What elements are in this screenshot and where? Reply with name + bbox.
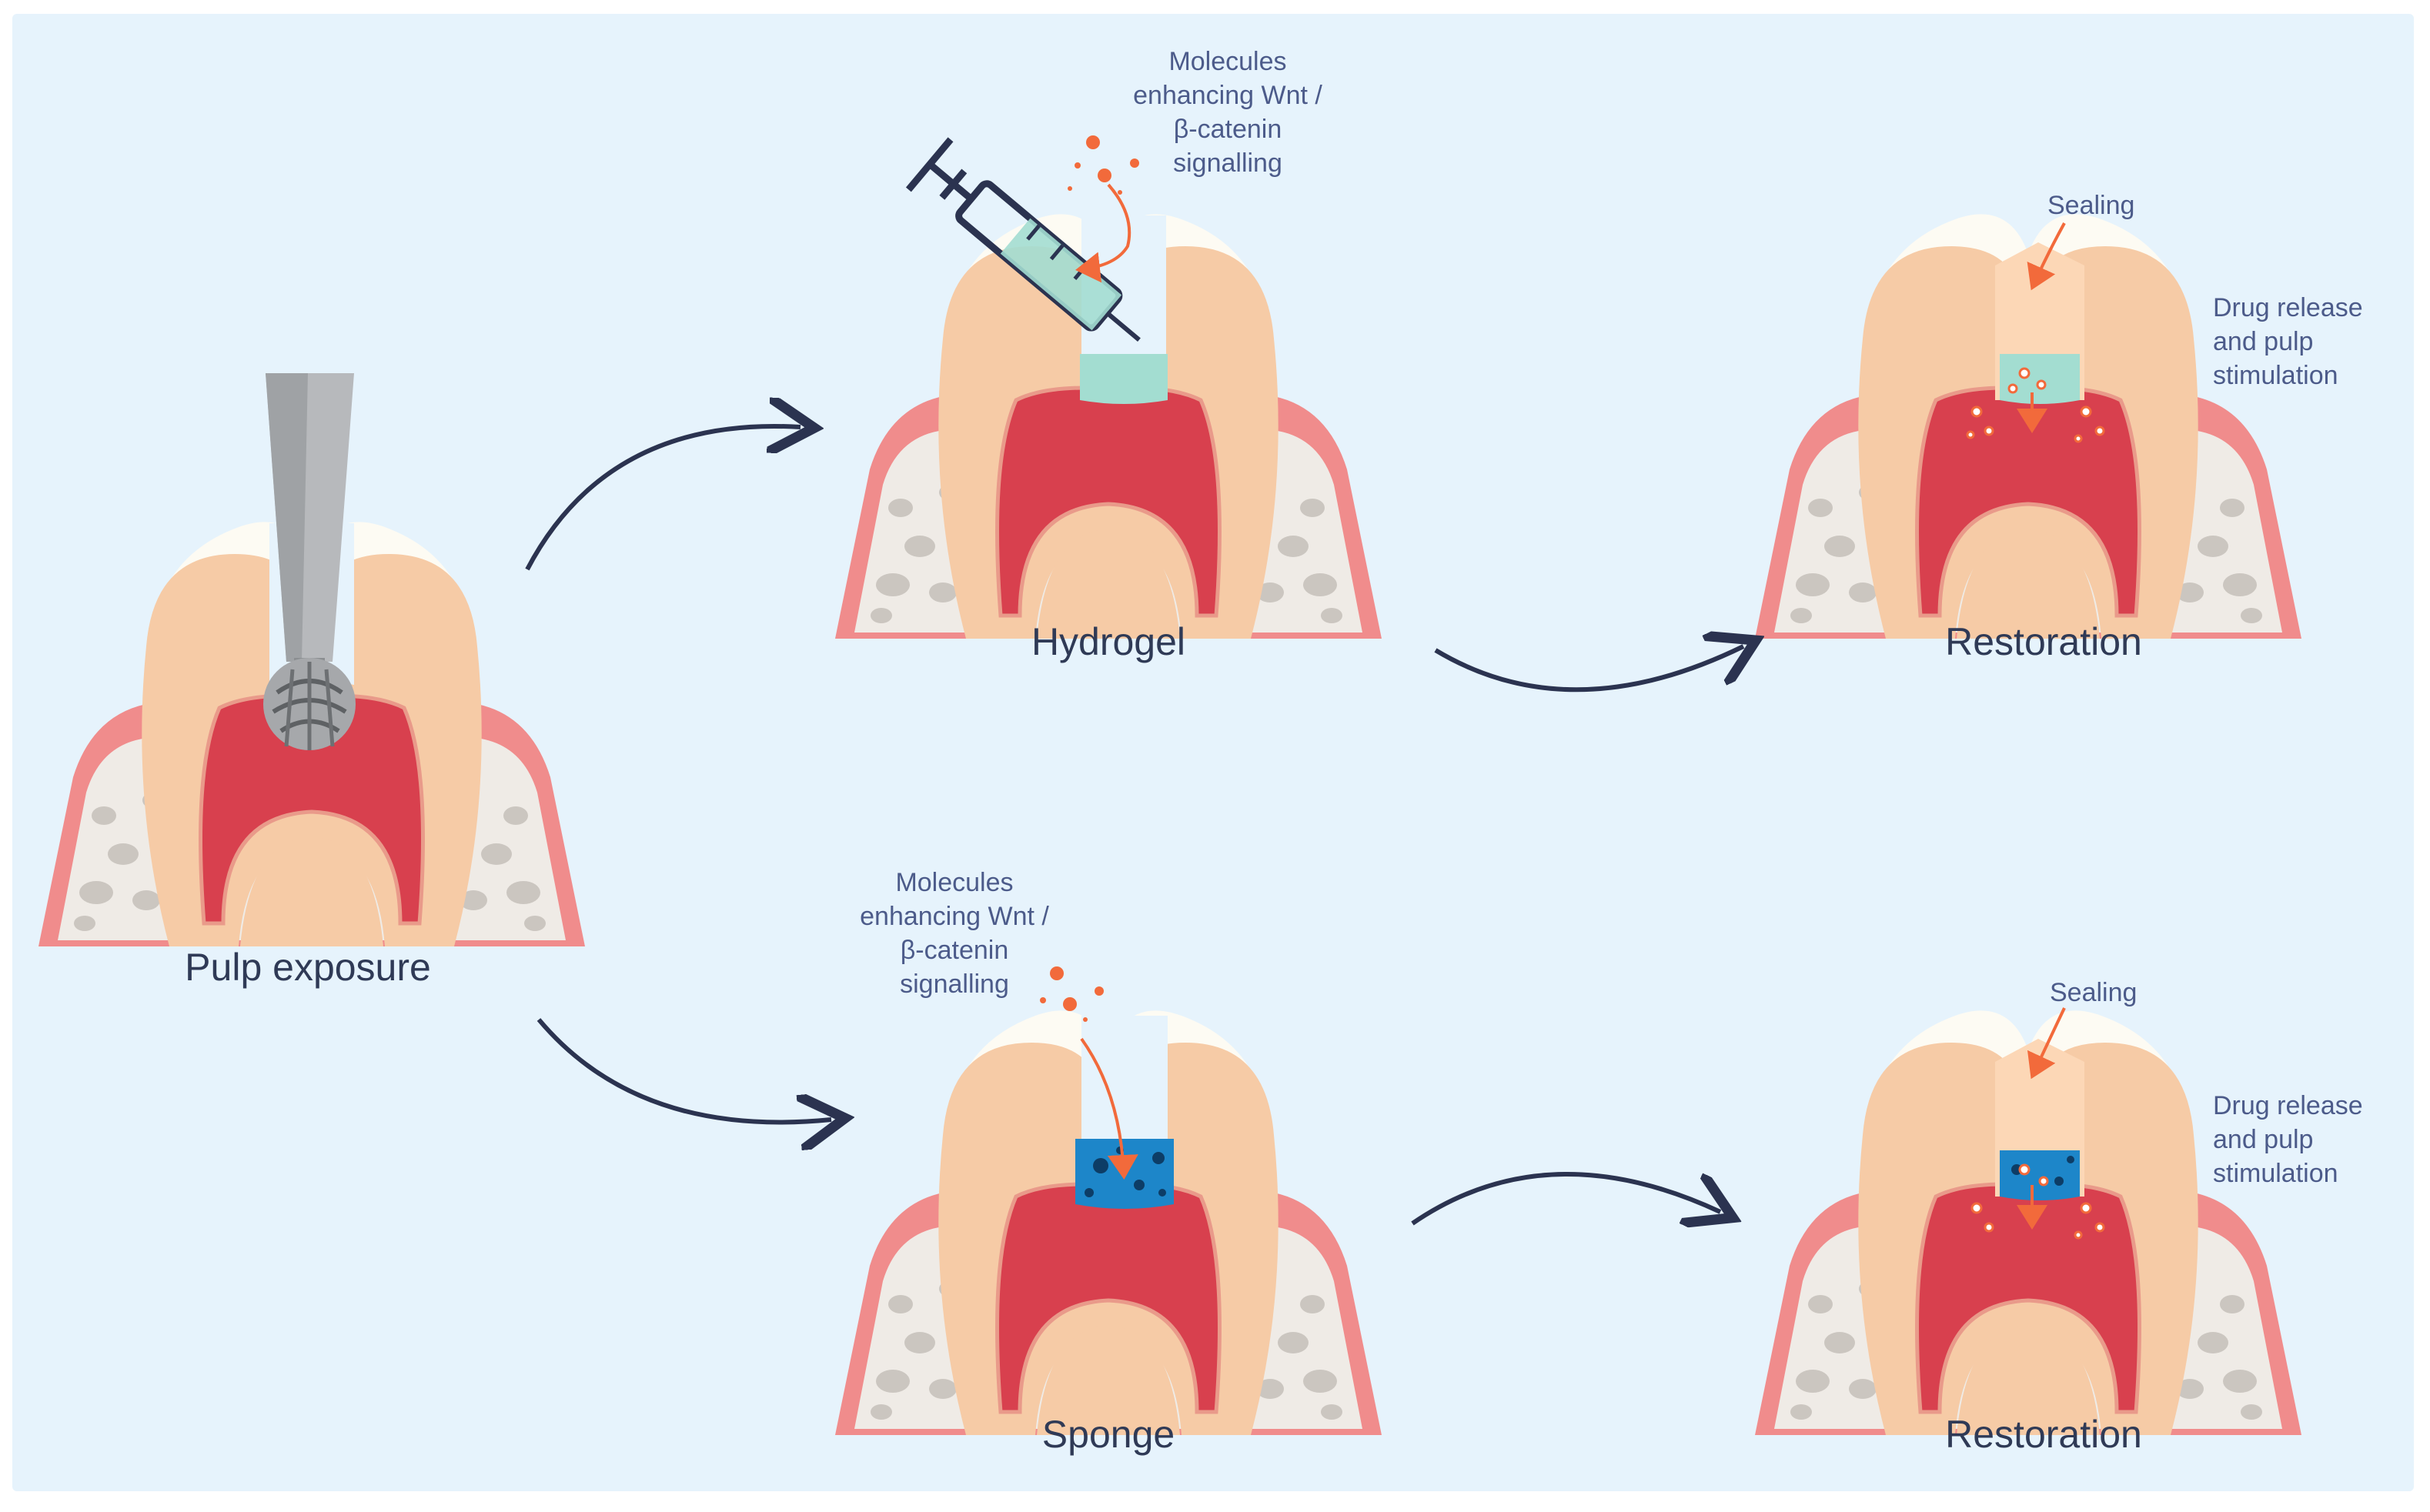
flow-arrow-exposure-to-hydrogel bbox=[525, 426, 801, 571]
label-pulp-exposure: Pulp exposure bbox=[185, 946, 431, 989]
tooth-restoration-bottom bbox=[1755, 1010, 2301, 1435]
flow-arrow-sponge-to-restoration bbox=[1411, 1172, 1720, 1223]
molecules-arrow-bottom bbox=[1080, 1037, 1138, 1180]
drug-release-dots-bottom bbox=[1970, 1163, 2105, 1240]
tooth-sponge bbox=[835, 1010, 1382, 1435]
sealing-arrow-bottom bbox=[2027, 1007, 2066, 1080]
note-molecules-bottom: Molecules enhancing Wnt / β-catenin sign… bbox=[860, 868, 1049, 999]
molecules-dots-bottom bbox=[1040, 966, 1104, 1022]
tooth-hydrogel bbox=[835, 214, 1382, 639]
tooth-restoration-top bbox=[1755, 214, 2301, 639]
molecules-dots-top bbox=[1068, 135, 1139, 195]
note-drug-release-bottom: Drug release and pulp stimulation bbox=[2213, 1091, 2363, 1188]
sealing-arrow-top bbox=[2027, 222, 2066, 291]
label-sponge: Sponge bbox=[1041, 1413, 1175, 1456]
note-sealing-top: Sealing bbox=[2047, 191, 2135, 220]
drug-release-dots-top bbox=[1966, 367, 2105, 443]
molecules-arrow-top bbox=[1075, 183, 1131, 283]
label-restoration-bottom: Restoration bbox=[1945, 1413, 2142, 1456]
note-molecules-top: Molecules enhancing Wnt / β-catenin sign… bbox=[1133, 47, 1322, 178]
flow-arrow-exposure-to-sponge bbox=[536, 1018, 831, 1122]
flow-arrow-hydrogel-to-restoration bbox=[1434, 646, 1743, 693]
note-sealing-bottom: Sealing bbox=[2050, 978, 2138, 1007]
label-hydrogel: Hydrogel bbox=[1031, 620, 1186, 663]
dental-bur-icon bbox=[263, 373, 356, 750]
label-restoration-top: Restoration bbox=[1945, 620, 2142, 663]
note-drug-release-top: Drug release and pulp stimulation bbox=[2213, 293, 2363, 390]
